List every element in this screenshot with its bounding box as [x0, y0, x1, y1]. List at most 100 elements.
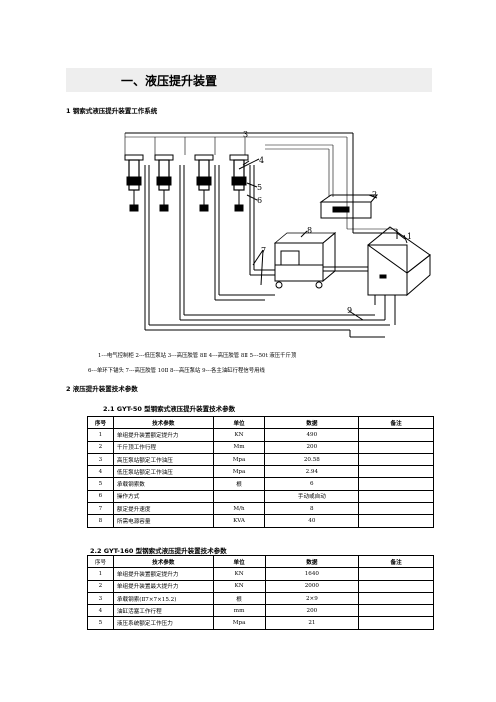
cell: 单组提升装置最大提升力: [112, 579, 214, 593]
cell: 20.58: [264, 452, 360, 467]
cell: 2: [87, 579, 114, 593]
cell: 5: [87, 616, 114, 630]
cell: 所需电源容量: [112, 514, 214, 528]
page-title: 一、液压提升装置: [121, 74, 218, 88]
cell: [358, 604, 434, 618]
col-header-unit: 单位: [212, 415, 266, 430]
cell: KN: [212, 428, 266, 442]
cell: 3: [87, 452, 114, 467]
cell: 低压泵站额定工作油压: [112, 465, 214, 479]
label-5: 5: [257, 183, 262, 192]
title-bar: 一、液压提升装置: [66, 68, 432, 92]
cell: 8: [87, 514, 114, 528]
section-2-heading: 2 液压提升装置技术参数: [66, 385, 138, 393]
cell: [358, 477, 434, 491]
cell: 单组提升装置额定提升力: [112, 567, 214, 581]
label-6: 6: [257, 196, 262, 205]
cell: 根: [212, 591, 266, 606]
cell: 21: [264, 616, 360, 630]
cell: 额定提升速度: [112, 502, 214, 516]
cell: 2000: [264, 579, 360, 593]
cell: [358, 514, 434, 528]
cell: 高压泵站额定工作油压: [112, 452, 214, 467]
cell: 千斤顶工作行程: [112, 440, 214, 454]
cell: [358, 591, 434, 606]
cell: 承载钢索(Ⅱ7×7×15.2): [112, 591, 214, 606]
label-7: 7: [261, 246, 266, 255]
label-9: 9: [347, 306, 352, 315]
cell: KN: [212, 579, 266, 593]
cell: 根: [212, 477, 266, 491]
table-header-row: 序号 技术参数 单位 数据 备注: [87, 554, 434, 569]
cell: 200: [264, 604, 360, 618]
col-header-data: 数据: [264, 554, 360, 569]
col-header-param: 技术参数: [112, 415, 214, 430]
col-header-data: 数据: [264, 415, 360, 430]
cell: [358, 567, 434, 581]
cell: [212, 489, 266, 504]
label-3: 3: [243, 130, 248, 139]
cell: 4: [87, 604, 114, 618]
table-header-row: 序号 技术参数 单位 数据 备注: [87, 415, 434, 430]
cell: [358, 616, 434, 630]
cell: 8: [264, 502, 360, 516]
cell: Mm: [212, 440, 266, 454]
table-1-caption: 2.1 GYT-50 型钢索式液压提升装置技术参数: [103, 405, 236, 413]
cell: [358, 452, 434, 467]
cell: Mpa: [212, 465, 266, 479]
cell: 1: [87, 428, 114, 442]
cell: M/h: [212, 502, 266, 516]
cell: 1640: [264, 567, 360, 581]
label-4: 4: [259, 156, 264, 165]
table-2-caption: 2.2 GYT-160 型钢索式液压提升装置技术参数: [90, 547, 227, 555]
col-header-no: 序号: [87, 554, 114, 569]
label-8: 8: [307, 226, 312, 235]
cell: [358, 465, 434, 479]
cell: KN: [212, 567, 266, 581]
diagram-legend-line-1: 1---电气控制柜 2---低压泵站 3---高压胶管 8Ⅱ 4---高压胶管 …: [98, 353, 297, 359]
cell: [358, 489, 434, 504]
cell: [358, 428, 434, 442]
cell: 2.94: [264, 465, 360, 479]
section-1-heading: 1 钢索式液压提升装置工作系统: [66, 107, 158, 115]
label-2: 2: [372, 190, 377, 199]
cell: Mpa: [212, 616, 266, 630]
col-header-note: 备注: [358, 554, 434, 569]
cell: 承载钢索数: [112, 477, 214, 491]
cell: 2×9: [264, 591, 360, 606]
cell: 7: [87, 502, 114, 516]
cell: 油缸活塞工作行程: [112, 604, 214, 618]
system-diagram: 1 2 3 4 5 6 7 8 9: [124, 130, 431, 338]
col-header-note: 备注: [358, 415, 434, 430]
cell: [358, 579, 434, 593]
cell: [358, 440, 434, 454]
cell: [358, 502, 434, 516]
cell: Mpa: [212, 452, 266, 467]
diagram-legend-line-2: 6---单环下锚头 7---高压胶管 10Ⅱ 8---高压泵站 9---各主油缸…: [88, 368, 265, 374]
cell: 单组提升装置额定提升力: [112, 428, 214, 442]
cell: 1: [87, 567, 114, 581]
cell: 6: [87, 489, 114, 504]
cell: 3: [87, 591, 114, 606]
cell: KVA: [212, 514, 266, 528]
col-header-unit: 单位: [212, 554, 266, 569]
cell: mm: [212, 604, 266, 618]
cell: 5: [87, 477, 114, 491]
label-1: 1: [407, 232, 412, 241]
cell: 6: [264, 477, 360, 491]
cell: 液压系统额定工作压力: [112, 616, 214, 630]
